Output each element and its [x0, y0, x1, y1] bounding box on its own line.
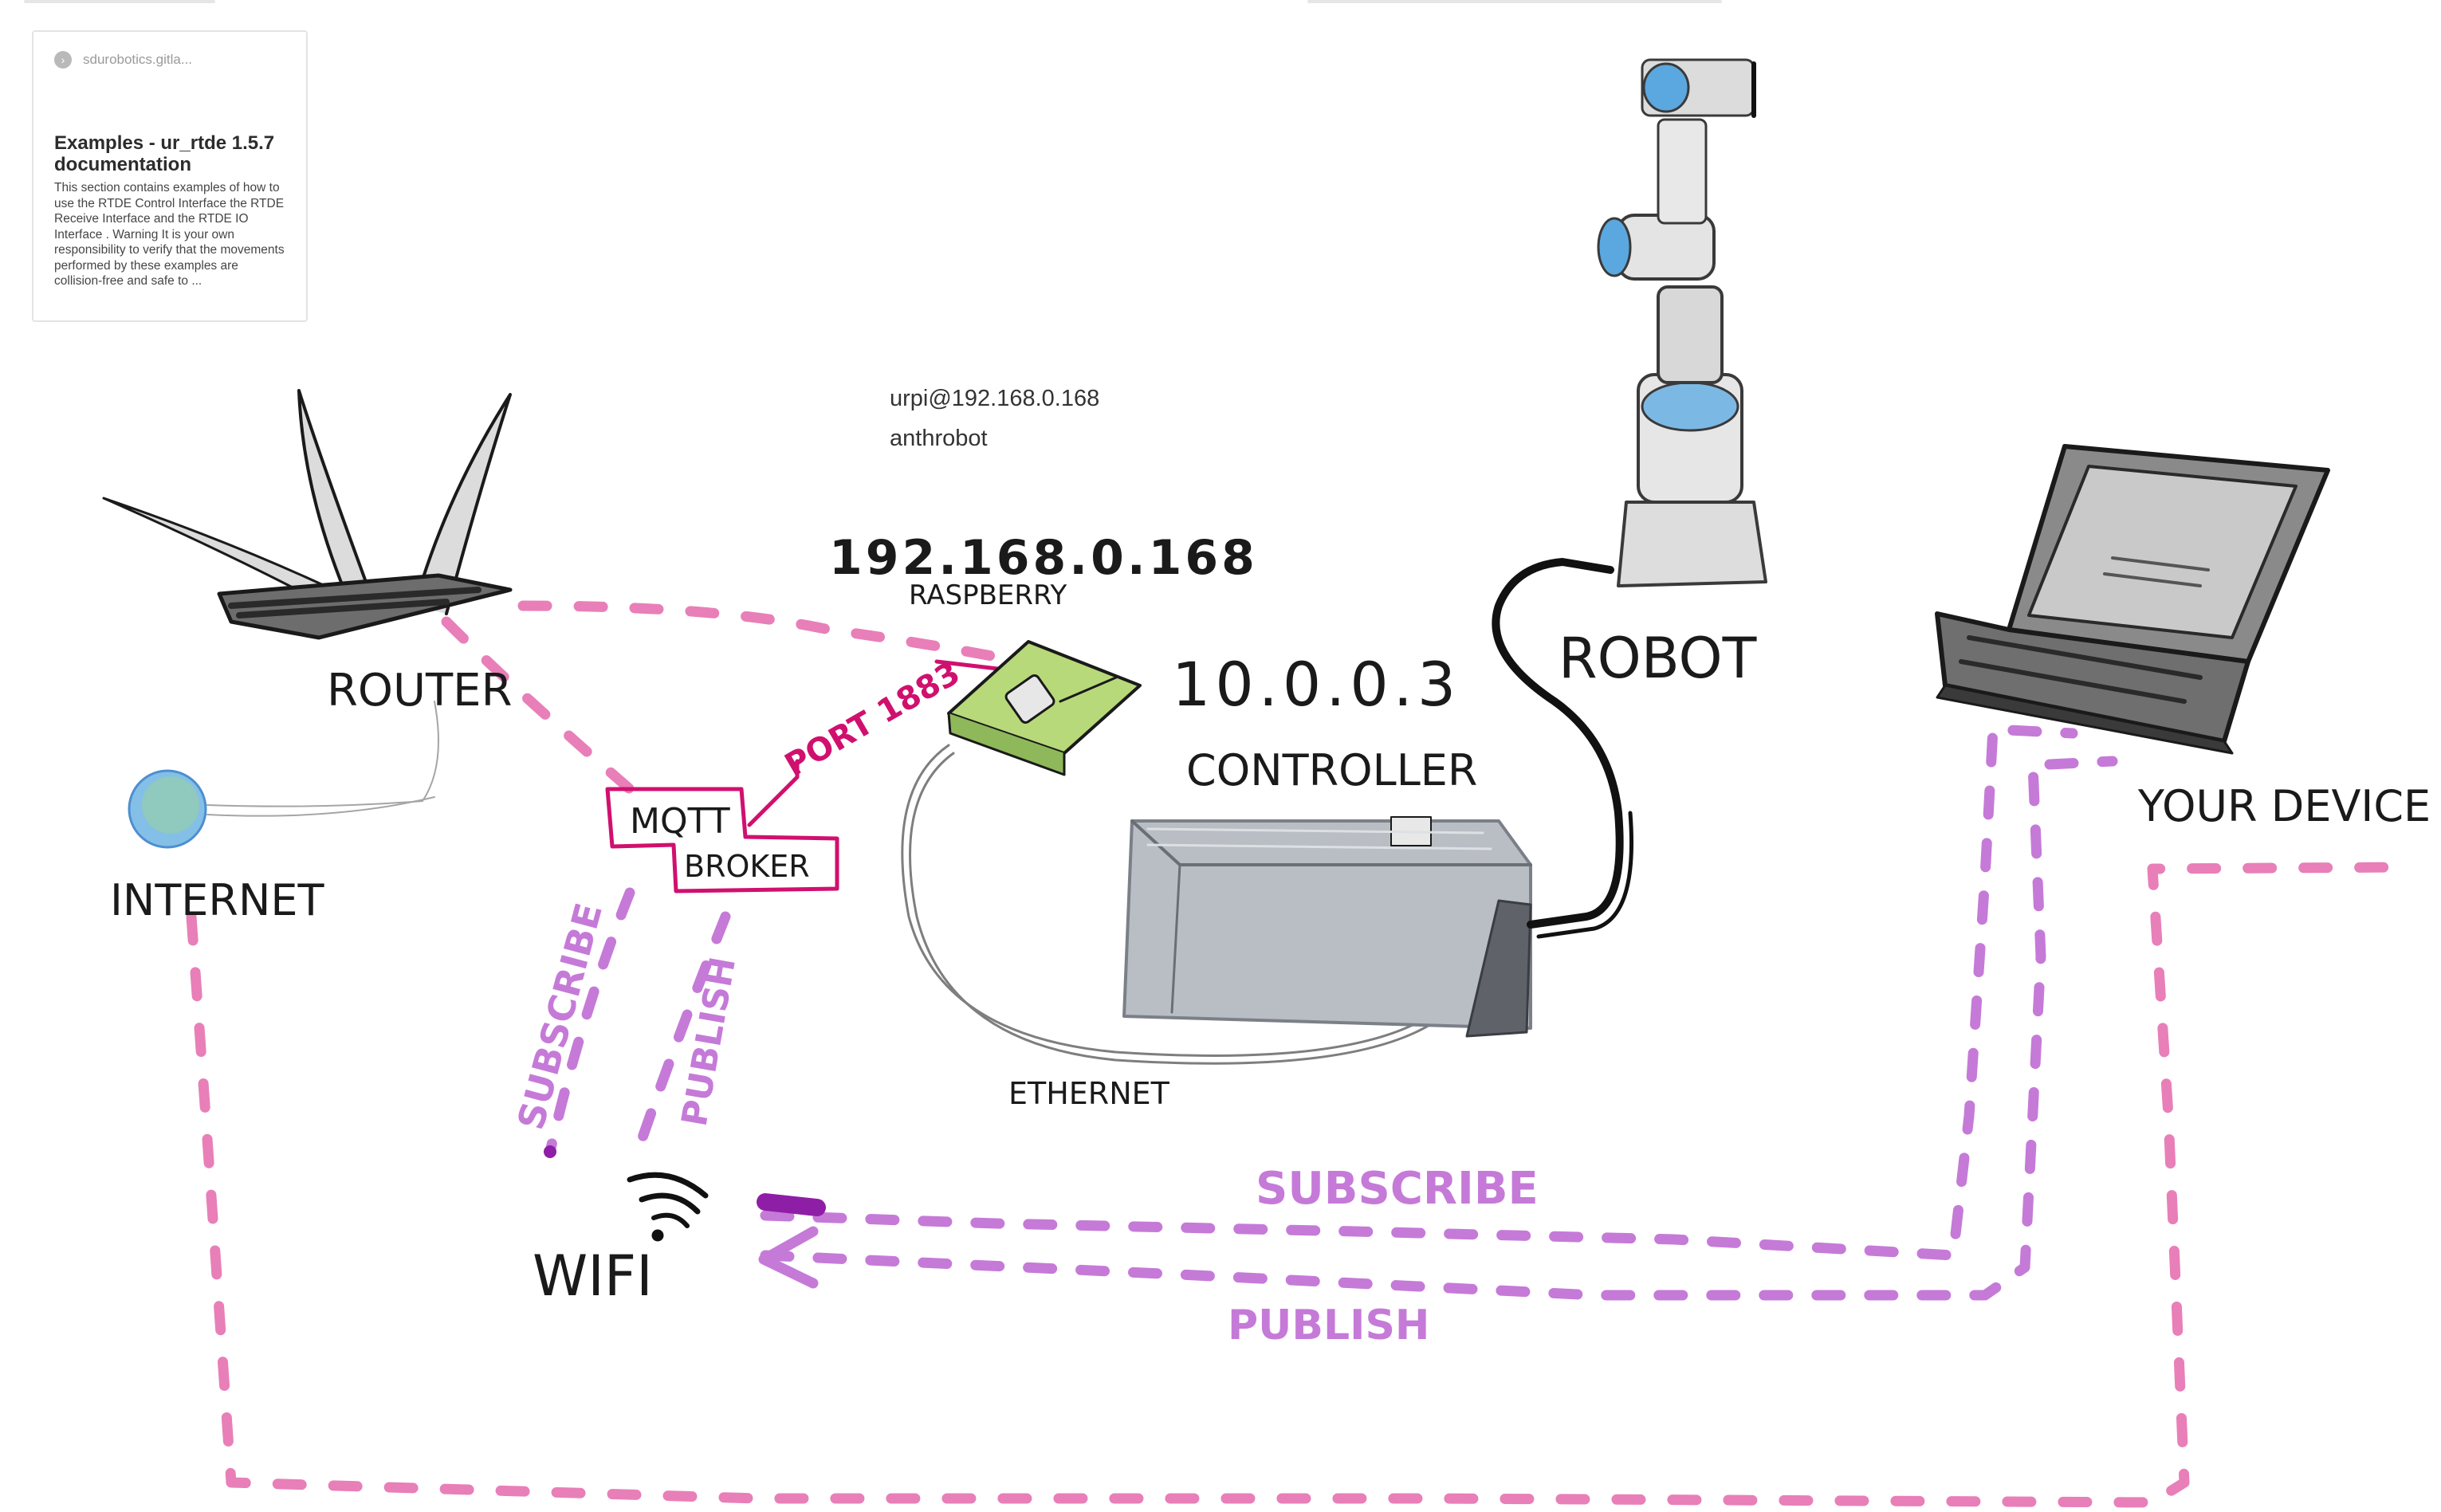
router-to-raspberry-link — [517, 600, 1010, 664]
pink-dashed-connections — [186, 600, 2409, 1508]
router-to-broker-link — [441, 616, 635, 795]
your-device-label: YOUR DEVICE — [2137, 781, 2431, 831]
wifi-label: WIFI — [533, 1243, 653, 1309]
subscribe-end-dot — [544, 1145, 556, 1158]
toolbar-edge-left — [24, 0, 215, 3]
broker-label: BROKER — [684, 849, 810, 884]
ssh-login-note[interactable]: urpi@192.168.0.168 — [890, 386, 1100, 411]
controller-box — [1122, 816, 1532, 1038]
ethernet-label: ETHERNET — [1008, 1076, 1170, 1111]
router-label: ROUTER — [327, 665, 512, 717]
raspberry-pi-board — [947, 640, 1142, 776]
raspberry-ip-label: 192.168.0.168 — [829, 530, 1258, 586]
mqtt-broker-box — [605, 659, 1007, 893]
controller-ip-label: 10.0.0.3 — [1172, 649, 1460, 720]
subscribe-broker-flow — [544, 887, 635, 1157]
wifi-arrow-head — [758, 1226, 819, 1289]
raspberry-label: RASPBERRY — [909, 579, 1067, 611]
violet-dashed-flows — [544, 724, 2118, 1301]
link-source-label: sdurobotics.gitla... — [83, 52, 193, 67]
link-preview-card[interactable]: › sdurobotics.gitla... Examples - ur_rtd… — [32, 30, 308, 322]
password-note[interactable]: anthrobot — [890, 426, 988, 451]
publish-broker-label: PUBLISH — [674, 954, 744, 1129]
publish-device-label: PUBLISH — [1228, 1302, 1429, 1349]
router-sketch — [102, 389, 513, 640]
controller-label: CONTROLLER — [1186, 745, 1477, 795]
internet-globe — [128, 701, 439, 849]
internet-label: INTERNET — [110, 875, 324, 925]
robot-label: ROBOT — [1559, 626, 1757, 691]
publish-broker-flow — [636, 911, 731, 1145]
link-title[interactable]: Examples - ur_rtde 1.5.7 documentation — [54, 132, 275, 175]
link-source: › sdurobotics.gitla... — [54, 51, 285, 69]
port-label: PORT 1883 — [779, 654, 966, 783]
wifi-arrow-tip — [757, 1193, 826, 1216]
laptop-sketch — [1935, 444, 2330, 755]
link-description: This section contains examples of how to… — [54, 181, 285, 288]
robot-cable — [1492, 558, 1634, 939]
link-arrow-icon: › — [54, 51, 72, 69]
wifi-symbol — [627, 1172, 709, 1242]
robot-arm — [1597, 58, 1767, 587]
mqtt-label: MQTT — [630, 801, 730, 842]
internet-to-device-loop — [186, 862, 2409, 1508]
publish-device-flow — [760, 756, 2118, 1301]
subscribe-device-label: SUBSCRIBE — [1256, 1163, 1539, 1215]
toolbar-edge-center — [1307, 0, 1722, 3]
subscribe-broker-label: SUBSCRIBE — [509, 898, 611, 1133]
